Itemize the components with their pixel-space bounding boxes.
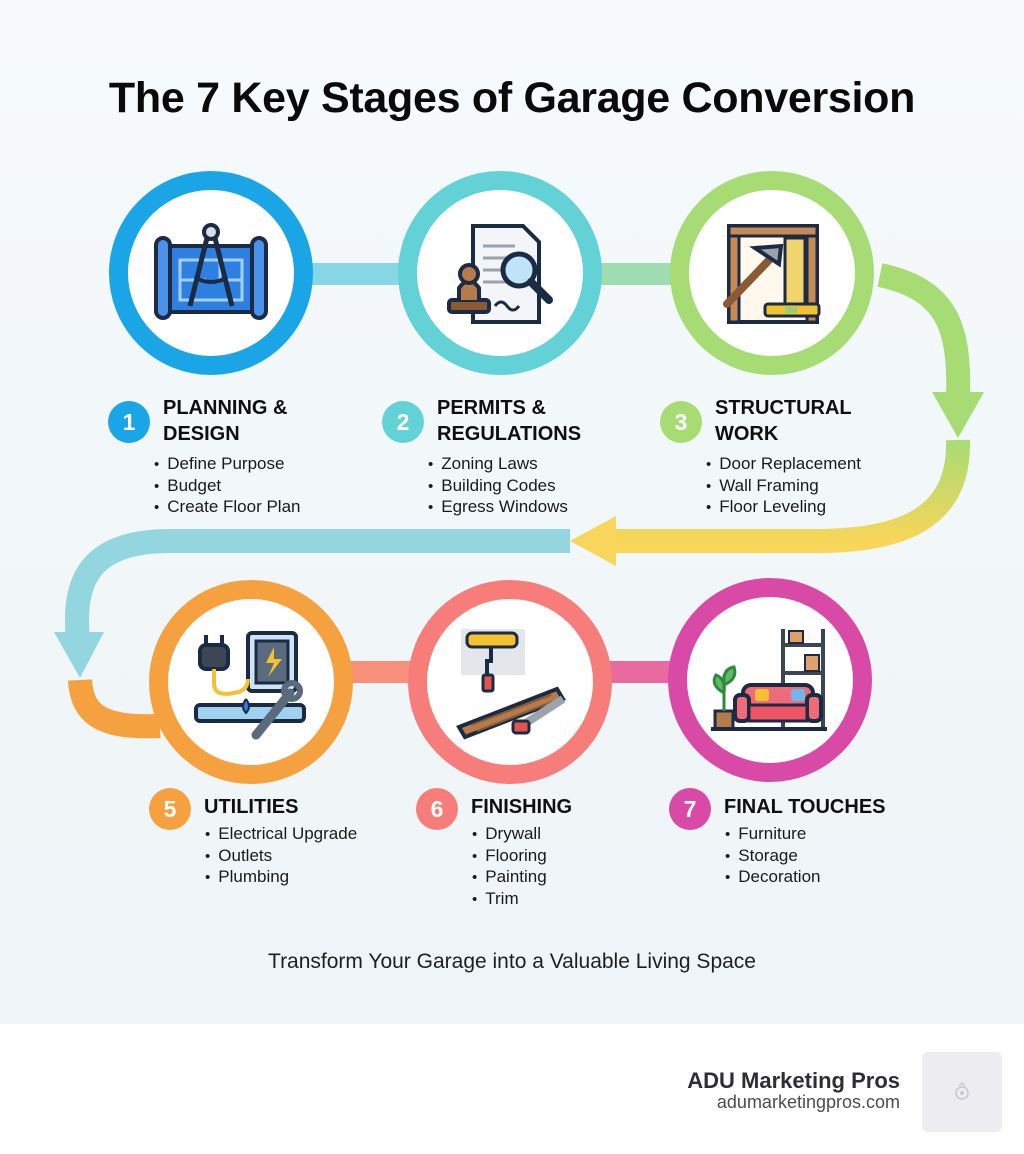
- list-item: Drywall: [472, 824, 547, 846]
- list-item: Electrical Upgrade: [205, 824, 357, 846]
- list-item: Budget: [154, 476, 301, 498]
- stage-number-badge: 5: [149, 788, 191, 830]
- plug-panel-pipe-wrench-icon: [194, 631, 306, 740]
- stage-title-line: FINAL TOUCHES: [724, 796, 886, 818]
- stage-title: PLANNING & DESIGN: [163, 395, 353, 447]
- stage-number-badge: 2: [382, 401, 424, 443]
- list-item: Define Purpose: [154, 454, 301, 476]
- stage-title-line: PERMITS &: [437, 397, 546, 419]
- list-item: Trim: [472, 889, 547, 911]
- list-item: Flooring: [472, 846, 547, 868]
- infographic: The 7 Key Stages of Garage Conversion: [0, 0, 1024, 1024]
- arrow-head-down-left: [54, 632, 104, 678]
- brand-logo-icon: [955, 1081, 969, 1100]
- sofa-plant-shelf-icon: [711, 629, 827, 731]
- arrow-head-down-right: [932, 392, 984, 438]
- stage-7-circle: [668, 578, 872, 782]
- list-item: Building Codes: [428, 476, 568, 498]
- brand-name[interactable]: ADU Marketing Pros: [687, 1068, 900, 1093]
- list-item: Floor Leveling: [706, 497, 861, 519]
- stage-number-badge: 6: [416, 788, 458, 830]
- tagline: Transform Your Garage into a Valuable Li…: [268, 950, 756, 973]
- list-item: Storage: [725, 846, 820, 868]
- flow-path: [54, 263, 984, 739]
- stage-number-badge: 3: [660, 401, 702, 443]
- list-item: Furniture: [725, 824, 820, 846]
- page-title: The 7 Key Stages of Garage Conversion: [108, 74, 916, 122]
- stage-title-line: UTILITIES: [204, 796, 299, 818]
- stage-title-line: PLANNING &: [163, 397, 288, 419]
- list-item: Decoration: [725, 867, 820, 889]
- stage-3-circle: [670, 171, 874, 375]
- stage-6-circle: [408, 580, 612, 784]
- paint-roller-plank-saw-icon: [456, 629, 566, 740]
- stage-title-line: REGULATIONS: [437, 423, 582, 445]
- blueprint-compass-icon: [154, 223, 268, 320]
- flow-return-path: [65, 529, 570, 642]
- connector-5-6: [345, 661, 415, 683]
- stage-title-line: DESIGN: [163, 423, 240, 445]
- stage-2-circle: [398, 171, 602, 375]
- list-item: Zoning Laws: [428, 454, 568, 476]
- list-item: Outlets: [205, 846, 357, 868]
- flow-arrow-right-down: [877, 263, 971, 401]
- stage-items: Drywall Flooring Painting Trim: [472, 824, 547, 911]
- brand-logo[interactable]: [922, 1052, 1002, 1132]
- list-item: Painting: [472, 867, 546, 889]
- stage-items: Electrical Upgrade Outlets Plumbing: [205, 824, 357, 889]
- stage-items: Define Purpose Budget Create Floor Plan: [154, 454, 301, 519]
- stage-title: FINISHING: [471, 794, 661, 820]
- stage-1-circle: [109, 171, 313, 375]
- list-item: Wall Framing: [706, 476, 861, 498]
- flow-yellow-curve: [610, 439, 971, 553]
- brand-url[interactable]: adumarketingpros.com: [716, 1092, 900, 1112]
- list-item: Plumbing: [205, 867, 357, 889]
- flow-orange-lead: [68, 678, 161, 739]
- stage-number-badge: 1: [108, 401, 150, 443]
- stage-title-line: STRUCTURAL: [715, 397, 852, 419]
- hammer-framing-level-icon: [723, 224, 821, 324]
- stage-5-circle: [149, 580, 353, 784]
- list-item: Create Floor Plan: [154, 497, 300, 519]
- stage-title-line: FINISHING: [471, 796, 573, 818]
- stage-number-badge: 7: [669, 788, 711, 830]
- footer: ADU Marketing Pros adumarketingpros.com: [0, 1024, 1024, 1154]
- stage-items: Furniture Storage Decoration: [725, 824, 820, 889]
- stage-items: Zoning Laws Building Codes Egress Window…: [428, 454, 568, 519]
- stage-items: Door Replacement Wall Framing Floor Leve…: [706, 454, 861, 519]
- stage-title: UTILITIES: [204, 794, 394, 820]
- connector-6-7: [605, 661, 685, 683]
- connector-1-2: [300, 263, 420, 285]
- list-item: Egress Windows: [428, 497, 568, 519]
- arrow-head-left: [570, 516, 616, 566]
- connector-2-3: [590, 263, 690, 285]
- stage-title: STRUCTURAL WORK: [715, 395, 905, 447]
- document-stamp-magnifier-icon: [447, 224, 553, 324]
- stage-title: FINAL TOUCHES: [724, 794, 914, 820]
- stage-title-line: WORK: [715, 423, 779, 445]
- stage-title: PERMITS & REGULATIONS: [437, 395, 627, 447]
- list-item: Door Replacement: [706, 454, 861, 476]
